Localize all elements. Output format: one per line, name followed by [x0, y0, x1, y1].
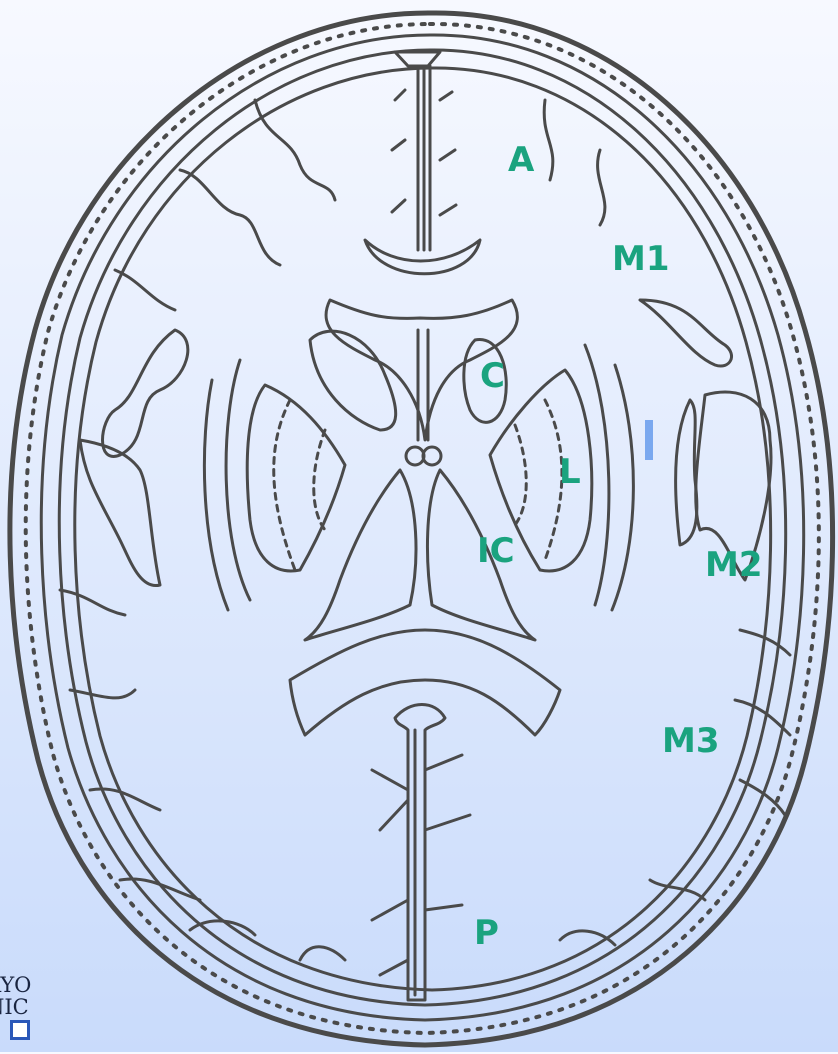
label-C: C [480, 359, 505, 393]
marker-I [645, 420, 653, 460]
label-IC: IC [477, 534, 515, 568]
mayo-clinic-logo: AYO NIC [0, 974, 66, 1054]
label-M1: M1 [612, 242, 670, 276]
deep-structures [204, 300, 633, 735]
logo-line-2: NIC [0, 996, 66, 1018]
label-M2: M2 [705, 548, 763, 582]
label-M3: M3 [662, 724, 720, 758]
logo-line-1: AYO [0, 974, 66, 996]
falx-posterior [372, 705, 470, 1001]
falx-anterior [365, 52, 480, 274]
label-P: P [474, 916, 499, 950]
label-A: A [508, 143, 534, 177]
label-L: L [559, 455, 581, 489]
mayo-shield-icon [10, 1020, 30, 1040]
skull-inner-table [41, 35, 803, 1020]
